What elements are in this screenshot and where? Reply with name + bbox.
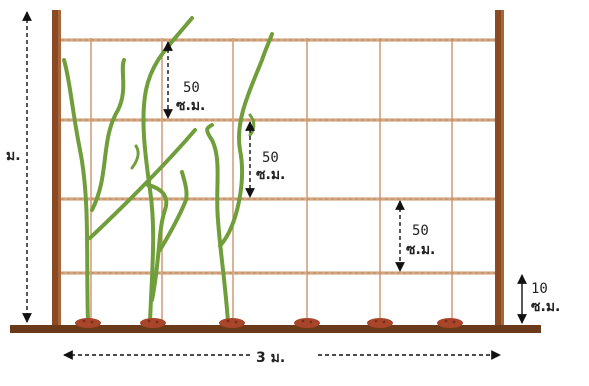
- height-label: ม.: [6, 148, 21, 164]
- ground: [10, 325, 541, 333]
- mound: [437, 318, 463, 328]
- vines: [62, 16, 274, 324]
- mound: [75, 318, 101, 328]
- bottom-gap-label-value: 10: [531, 281, 548, 297]
- vine-6: [158, 170, 189, 252]
- vine-8: [218, 32, 274, 248]
- mound: [140, 318, 166, 328]
- left-post: [52, 10, 61, 326]
- vine-7: [205, 123, 230, 324]
- spacing-label-1-value: 50: [183, 80, 200, 96]
- bottom-gap-label-unit: ซ.ม.: [531, 299, 560, 315]
- mound: [367, 318, 393, 328]
- vine-4: [141, 16, 194, 324]
- vine-2: [88, 128, 197, 240]
- dimension-arrows: [22, 11, 527, 360]
- vine-5: [146, 183, 169, 302]
- plant-mounds: [75, 318, 463, 328]
- spacing-label-2-unit: ซ.ม.: [256, 167, 285, 183]
- mound: [294, 318, 320, 328]
- spacing-label-1-unit: ซ.ม.: [176, 98, 205, 114]
- spacing-label-3-value: 50: [412, 223, 429, 239]
- vine-1: [62, 58, 90, 324]
- mound: [219, 318, 245, 328]
- width-label: 3 ม.: [256, 350, 285, 366]
- spacing-label-3-unit: ซ.ม.: [406, 242, 435, 258]
- grid-vertical-lines: [90, 38, 453, 322]
- spacing-label-2-value: 50: [262, 150, 279, 166]
- right-post: [495, 10, 504, 326]
- vine-3: [90, 58, 126, 212]
